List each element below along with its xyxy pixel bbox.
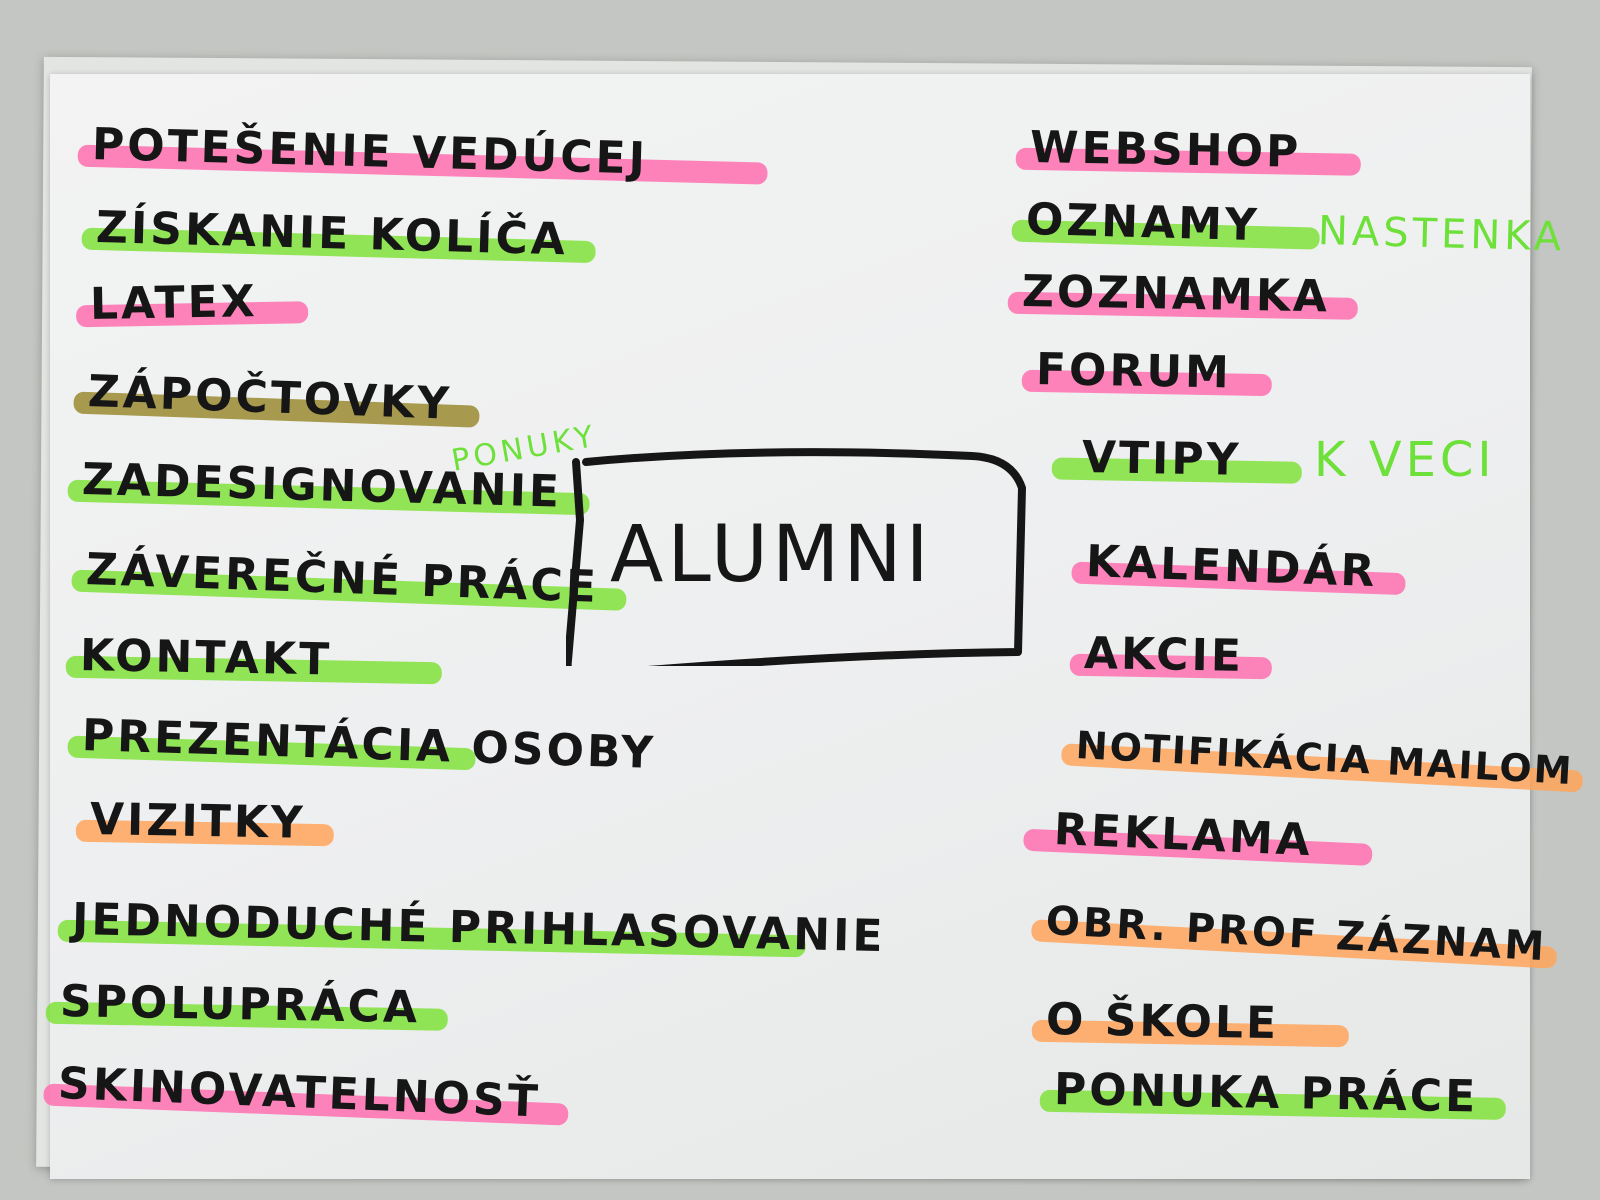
right-item: ZOZNAMKA bbox=[1007, 262, 1358, 327]
right-item-text: ZOZNAMKA bbox=[1021, 266, 1331, 323]
right-item: WEBSHOP bbox=[1015, 118, 1362, 183]
left-item: LATEX bbox=[76, 272, 309, 335]
center-box-outline bbox=[566, 448, 1026, 666]
left-item-text: ZÁPOČTOVKY bbox=[87, 366, 453, 430]
left-item-text: JEDNODUCHÉ PRIHLASOVANIE bbox=[71, 894, 886, 963]
right-item-text: AKCIE bbox=[1083, 628, 1245, 682]
left-item: VIZITKY bbox=[75, 790, 334, 854]
left-item: ZÍSKANIE KOLÍČA bbox=[81, 198, 596, 270]
left-item: KONTAKT bbox=[65, 626, 443, 690]
right-item: AKCIE bbox=[1069, 624, 1272, 687]
left-item-text: SPOLUPRÁCA bbox=[59, 976, 421, 1034]
right-item-text: REKLAMA bbox=[1052, 804, 1314, 867]
left-item-text: PREZENTÁCIA OSOBY bbox=[81, 710, 657, 780]
note-k-veci: K VECI bbox=[1314, 432, 1496, 488]
left-item: ZÁPOČTOVKY bbox=[73, 362, 480, 435]
center-box: ALUMNI bbox=[566, 440, 1042, 666]
left-item-text: ZÍSKANIE KOLÍČA bbox=[95, 202, 569, 266]
right-item: VTIPY bbox=[1051, 428, 1302, 491]
right-item-text: VTIPY bbox=[1081, 432, 1242, 486]
right-item: OZNAMY bbox=[1011, 190, 1320, 256]
right-item: KALENDÁR bbox=[1071, 532, 1406, 602]
left-item-text: VIZITKY bbox=[89, 794, 307, 849]
left-item: SPOLUPRÁCA bbox=[45, 972, 449, 1038]
right-item-text: KALENDÁR bbox=[1085, 536, 1379, 598]
right-item: REKLAMA bbox=[1023, 800, 1373, 871]
right-item-text: PONUKA PRÁCE bbox=[1053, 1064, 1479, 1123]
right-item: FORUM bbox=[1021, 340, 1272, 403]
note-nastenka: NASTENKA bbox=[1317, 208, 1566, 261]
right-item-text: OZNAMY bbox=[1025, 194, 1261, 252]
center-label: ALUMNI bbox=[610, 510, 933, 600]
right-item: PONUKA PRÁCE bbox=[1039, 1060, 1507, 1127]
left-item-text: KONTAKT bbox=[79, 630, 333, 686]
right-item-text: O ŠKOLE bbox=[1045, 994, 1280, 1050]
right-item: O ŠKOLE bbox=[1031, 990, 1349, 1054]
right-item-text: FORUM bbox=[1035, 344, 1233, 399]
paper-sheet bbox=[50, 74, 1530, 1179]
right-item-text: WEBSHOP bbox=[1029, 122, 1302, 178]
left-item-text: ZÁVEREČNÉ PRÁCE bbox=[85, 544, 600, 613]
left-item-text: POTEŠENIE VEDÚCEJ bbox=[91, 119, 649, 185]
left-item-text: LATEX bbox=[89, 276, 259, 330]
